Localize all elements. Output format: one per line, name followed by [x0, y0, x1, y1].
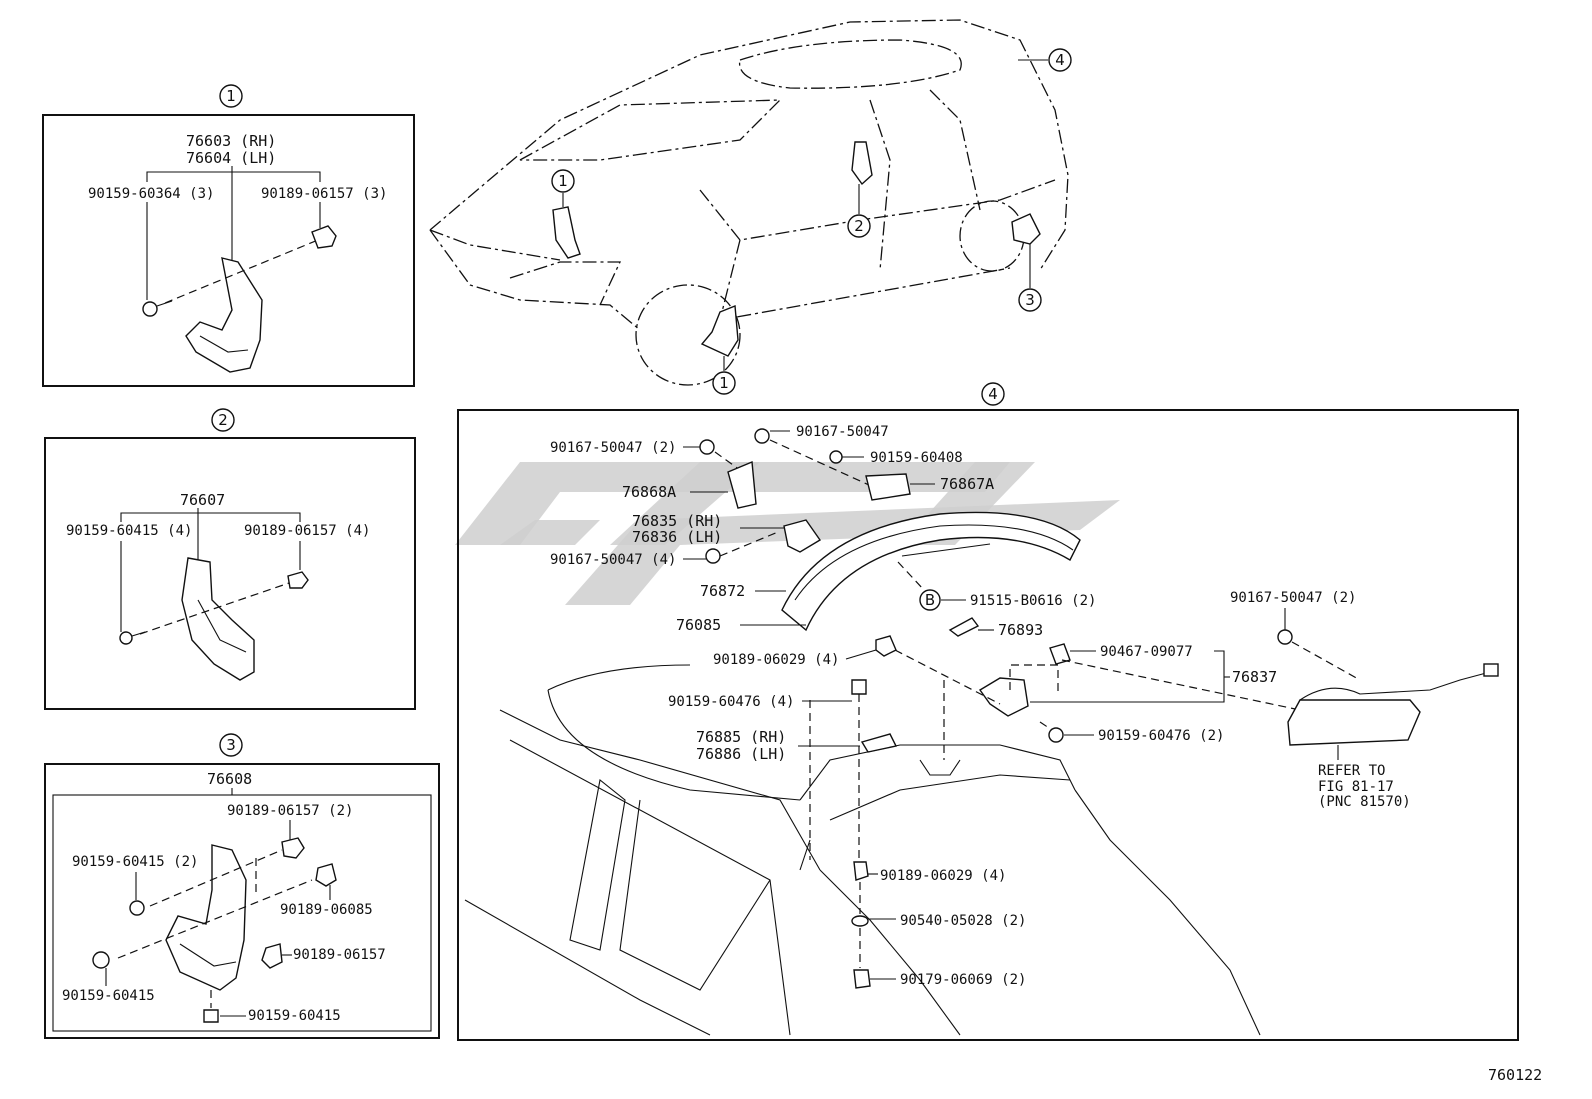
screw-icon [851, 679, 867, 695]
label-90167-50047-2: 90167-50047 (2) [550, 440, 676, 456]
label-90189-06157: 90189-06157 (3) [261, 186, 387, 202]
svg-text:2: 2 [218, 411, 228, 429]
label-76893: 76893 [998, 621, 1043, 639]
svg-text:4: 4 [1055, 51, 1065, 69]
figure-id: 760122 [1488, 1066, 1542, 1084]
clip-icon [311, 225, 337, 249]
clip-icon [261, 943, 283, 969]
svg-text:1: 1 [226, 87, 236, 105]
label-90159-60415: 90159-60415 (4) [66, 523, 192, 539]
label-90467-09077: 90467-09077 [1100, 644, 1193, 660]
label-90167-50047: 90167-50047 [796, 424, 889, 440]
label-90159-60415-left: 90159-60415 (2) [72, 854, 198, 870]
label-76608: 76608 [207, 770, 252, 788]
hinge-icon [783, 519, 822, 553]
label-90179-06069: 90179-06069 (2) [900, 972, 1026, 988]
label-90159-60476-4: 90159-60476 (4) [668, 694, 794, 710]
stop-lamp-icon [1287, 699, 1421, 746]
label-76835: 76835 (RH) [632, 512, 722, 530]
label-90159-60476-2: 90159-60476 (2) [1098, 728, 1224, 744]
clip-icon [281, 837, 305, 859]
label-90167-50047-4: 90167-50047 (4) [550, 552, 676, 568]
label-76085: 76085 [676, 616, 721, 634]
svg-text:4: 4 [988, 385, 998, 403]
screw-icon [142, 301, 158, 317]
callout-3-header: 3 [219, 733, 243, 757]
bolt-icon [705, 548, 721, 564]
washer-icon [851, 915, 869, 927]
callout-1-header: 1 [219, 84, 243, 108]
screw-icon [829, 450, 843, 464]
nut-icon [853, 969, 871, 989]
label-76872: 76872 [700, 582, 745, 600]
svg-text:2: 2 [854, 217, 864, 235]
hinge-assembly-icon [978, 677, 1029, 717]
bracket-icon [865, 473, 911, 501]
bracket-icon [727, 460, 757, 509]
label-90189-06029-lower: 90189-06029 (4) [880, 868, 1006, 884]
label-90159-60364: 90159-60364 (3) [88, 186, 214, 202]
b-callout: B [925, 591, 935, 609]
label-90167-50047-2-right: 90167-50047 (2) [1230, 590, 1356, 606]
svg-text:1: 1 [558, 172, 568, 190]
clip-icon [287, 571, 309, 589]
label-pnc: (PNC 81570) [1318, 794, 1411, 810]
label-76868A: 76868A [622, 483, 676, 501]
panel-2: 76607 90159-60415 (4) 90189-06157 (4) [44, 437, 416, 710]
label-76603: 76603 (RH) [186, 132, 276, 150]
label-76607: 76607 [180, 491, 225, 509]
spoiler-icon [781, 511, 1081, 632]
label-76836: 76836 (LH) [632, 528, 722, 546]
bolt-icon [699, 439, 715, 455]
panel-3: 76608 90189-06157 (2) 90159-60415 (2) 90… [44, 763, 440, 1039]
nut-icon [875, 635, 897, 657]
label-76867A: 76867A [940, 475, 994, 493]
label-76886: 76886 (LH) [696, 745, 786, 763]
label-90159-60415-bottom: 90159-60415 [248, 1008, 341, 1024]
mudflap-rear-small-icon [1011, 213, 1041, 245]
screw-icon [203, 1009, 219, 1023]
label-76837: 76837 [1232, 668, 1277, 686]
cover-icon [860, 733, 898, 753]
screw-icon [92, 951, 110, 969]
label-90159-60415-lower: 90159-60415 [62, 988, 155, 1004]
car-overview-illustration: 1 2 3 1 4 [429, 19, 1072, 395]
bolt-icon [1277, 629, 1293, 645]
label-90189-06085: 90189-06085 [280, 902, 373, 918]
panel-1: 76603 (RH) 76604 (LH) 90159-60364 (3) 90… [42, 114, 415, 387]
mudflap-front-low-icon [700, 305, 739, 357]
svg-text:3: 3 [1025, 291, 1035, 309]
label-90189-06157-mid: 90189-06157 [293, 947, 386, 963]
label-90540-05028: 90540-05028 (2) [900, 913, 1026, 929]
label-91515-B0616: 91515-B0616 (2) [970, 593, 1096, 609]
label-90189-06157: 90189-06157 (4) [244, 523, 370, 539]
svg-text:3: 3 [226, 736, 236, 754]
label-90159-60408: 90159-60408 [870, 450, 963, 466]
label-76604: 76604 (LH) [186, 149, 276, 167]
pad-icon [948, 617, 980, 637]
mudflap-front-icon [185, 257, 263, 373]
clip-icon [315, 863, 337, 887]
callout-4-header: 4 [981, 382, 1005, 406]
mudflap-middle-icon [181, 557, 255, 681]
panel-4: 90167-50047 (2) 90167-50047 90159-60408 … [457, 409, 1519, 1041]
mudflap-front-small-icon [552, 206, 581, 259]
screw-icon [129, 900, 145, 916]
label-76885: 76885 (RH) [696, 728, 786, 746]
label-refer-to: REFER TO [1318, 763, 1385, 779]
bolt-icon [754, 428, 770, 444]
label-90189-06029-upper: 90189-06029 (4) [713, 652, 839, 668]
mudflap-middle-small-icon [851, 141, 873, 186]
svg-text:1: 1 [719, 374, 729, 392]
callout-2-header: 2 [211, 408, 235, 432]
screw-icon [1048, 727, 1064, 743]
nut-icon [853, 861, 869, 881]
clip-icon [1049, 643, 1071, 665]
label-90189-06157-top: 90189-06157 (2) [227, 803, 353, 819]
screw-icon [119, 631, 133, 645]
label-fig: FIG 81-17 [1318, 779, 1394, 795]
mudflap-rear-icon [165, 844, 247, 991]
